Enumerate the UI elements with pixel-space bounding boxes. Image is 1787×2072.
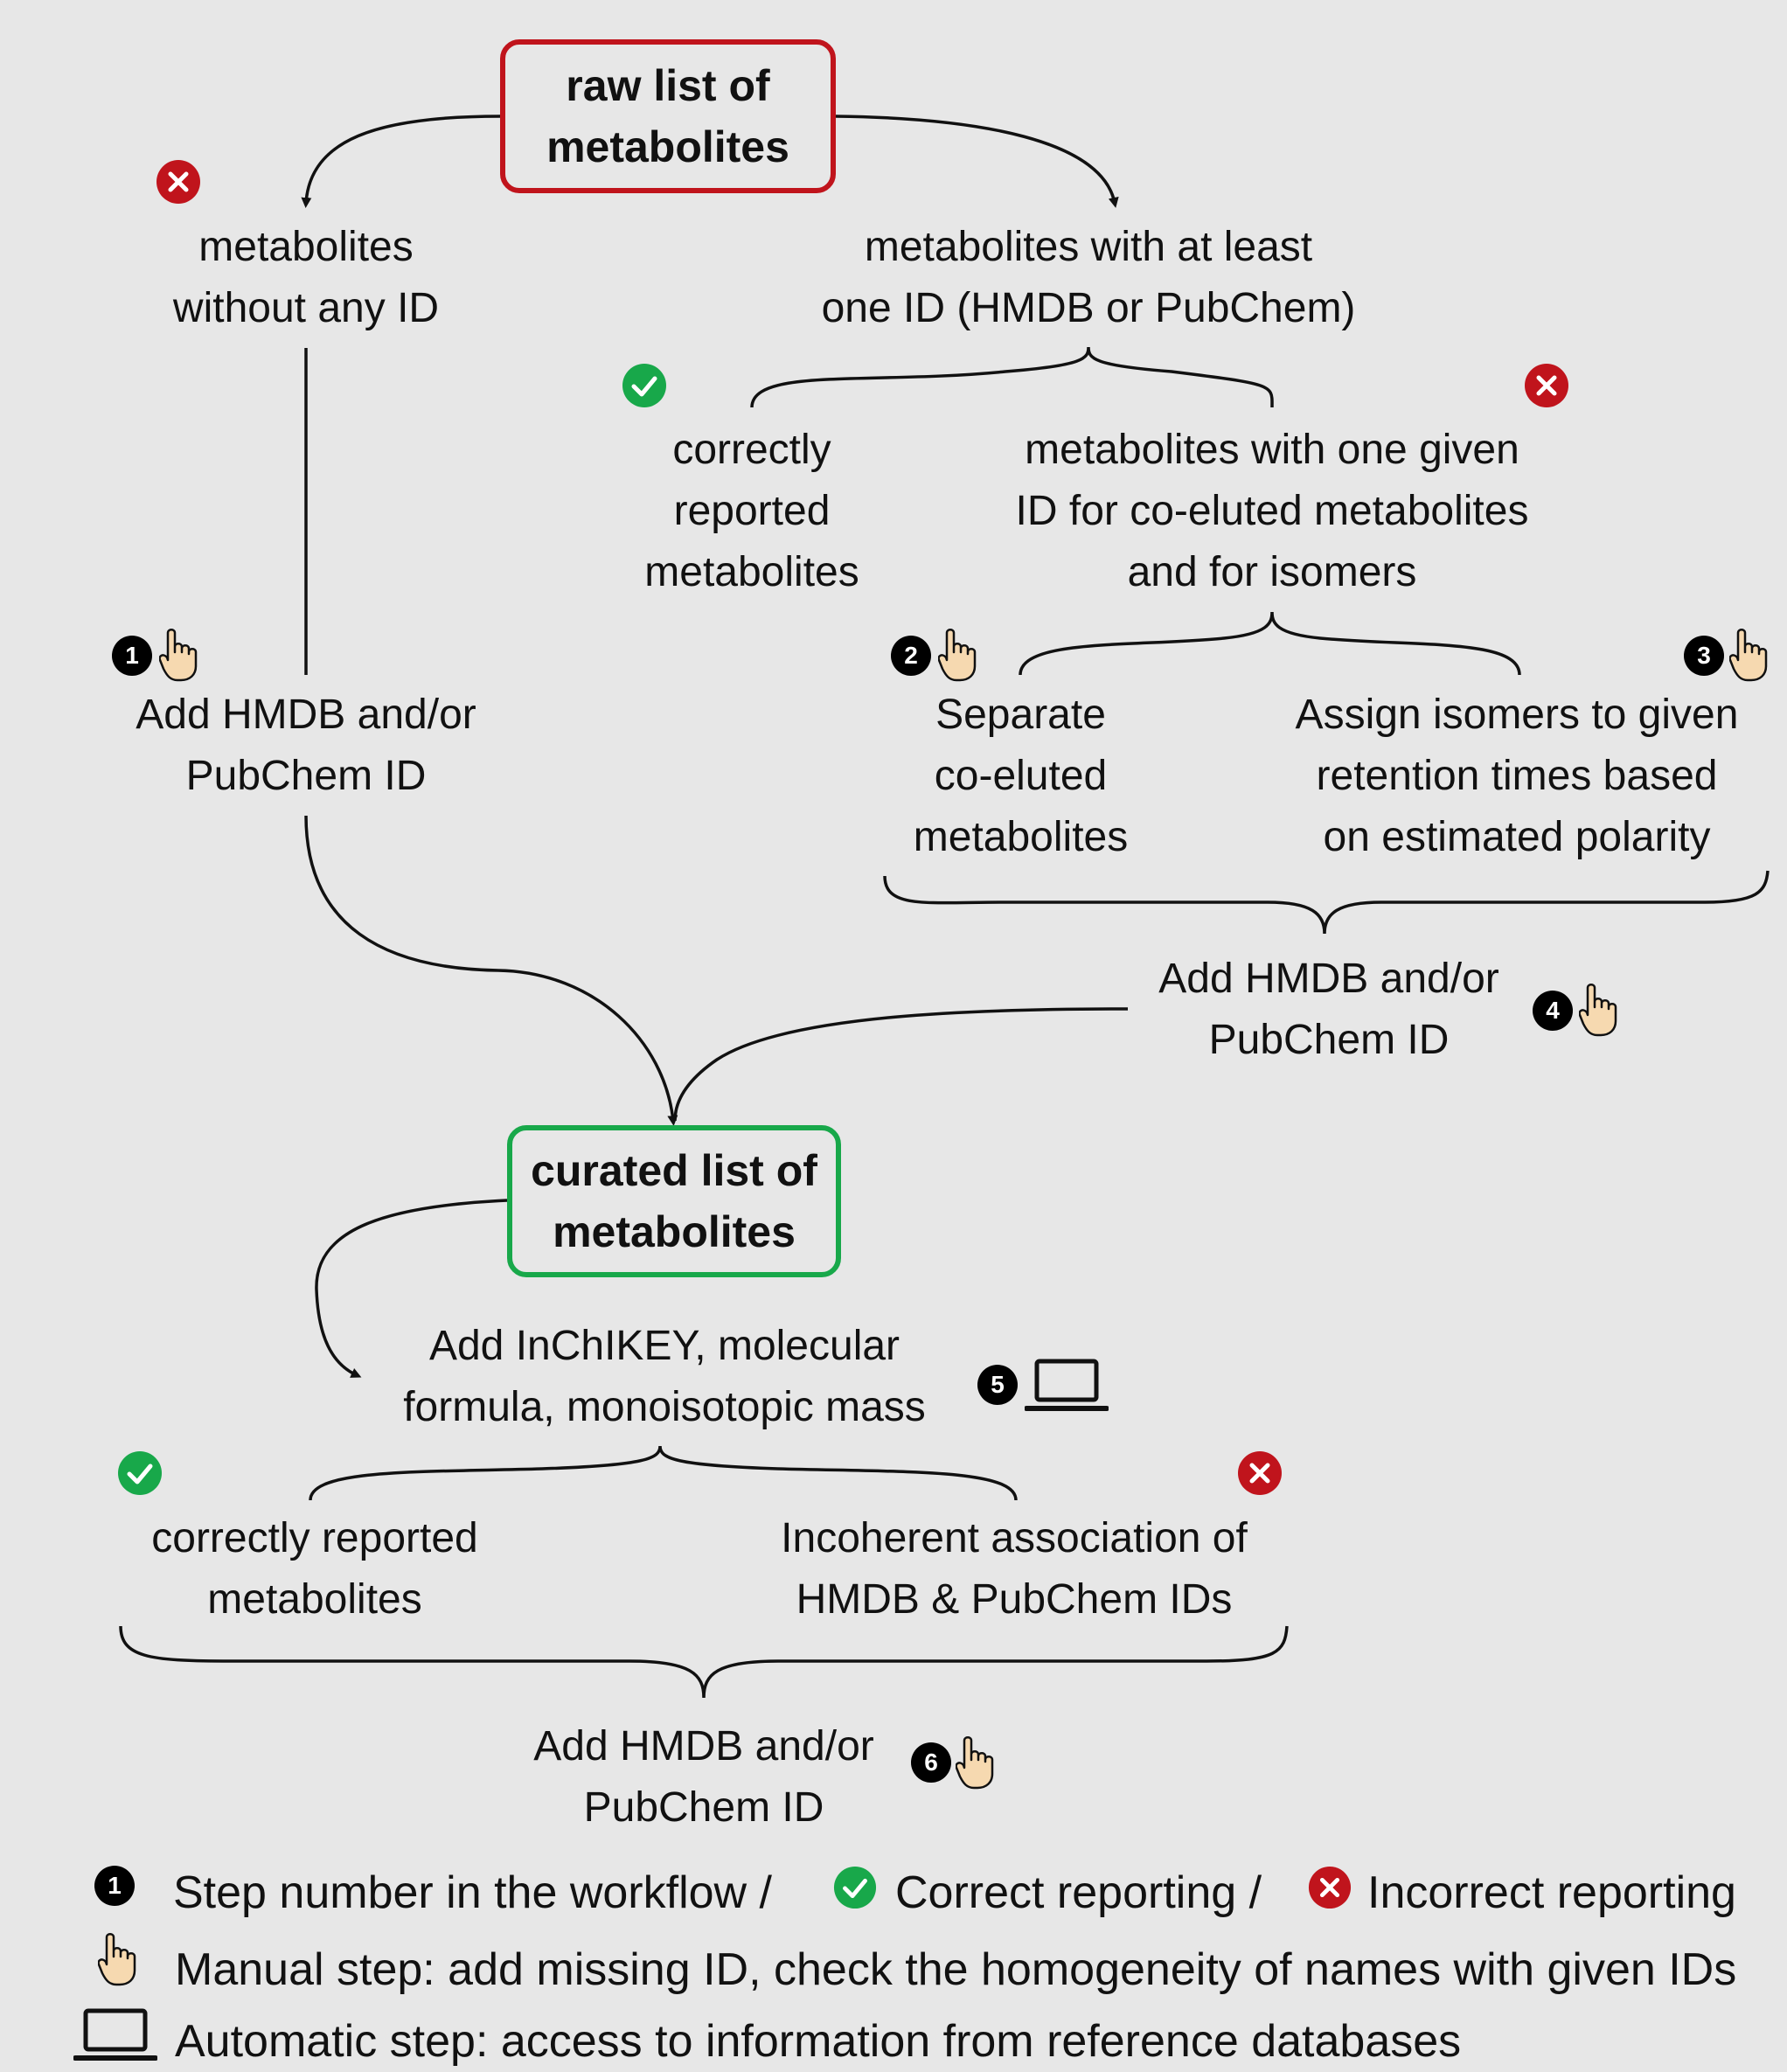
arrow-step4-to-curated: [673, 1007, 1129, 1122]
legend-manual-text: Manual step: add missing ID, check the h…: [175, 1944, 1737, 1995]
brace-inchikey-split: [309, 1445, 1018, 1501]
without-id-node: metabolites without any ID: [172, 224, 440, 331]
hand-pointer-icon: [938, 629, 977, 682]
cross-icon: [1238, 1451, 1282, 1495]
hand-pointer-icon: [159, 629, 198, 682]
hand-pointer-icon: [956, 1736, 994, 1790]
hand-pointer-icon: [98, 1933, 136, 1986]
laptop-icon: [1025, 1359, 1109, 1411]
incoherent-association-node: Incoherent association of HMDB & PubChem…: [781, 1515, 1248, 1623]
one-given-id-node: metabolites with one given ID for co-elu…: [1015, 427, 1529, 595]
step-badge-5: 5: [977, 1365, 1018, 1405]
with-id-node: metabolites with at least one ID (HMDB o…: [821, 224, 1356, 331]
arrow-step1-to-curated: [304, 815, 678, 1126]
check-icon: [622, 364, 666, 407]
step-badge-3: 3: [1684, 636, 1724, 676]
laptop-icon: [73, 2008, 157, 2061]
brace-merge-2-3: [883, 870, 1770, 935]
legend-automatic-text: Automatic step: access to information fr…: [175, 2016, 1462, 2067]
step-badge-1: 1: [112, 636, 152, 676]
cross-icon: [1525, 364, 1568, 407]
step-badge-2: 2: [891, 636, 931, 676]
brace-merge-5: [119, 1625, 1289, 1699]
legend-step-text: Step number in the workflow /: [173, 1867, 772, 1918]
legend-incorrect-text: Incorrect reporting: [1367, 1867, 1736, 1918]
legend-correct-text: Correct reporting /: [895, 1867, 1262, 1918]
raw-list-box: raw list of metabolites: [500, 39, 836, 193]
hand-pointer-icon: [1729, 629, 1768, 682]
brace-with-id-split: [750, 346, 1274, 408]
arrow-raw-to-without-id: [301, 115, 501, 208]
add-id-step6-node: Add HMDB and/or PubChem ID: [533, 1723, 874, 1831]
hand-pointer-icon: [1579, 984, 1617, 1037]
step-badge-4: 4: [1533, 991, 1573, 1031]
correct-reported-node-1: correctly reported metabolites: [644, 427, 859, 595]
cross-icon: [156, 160, 200, 204]
check-icon: [118, 1451, 162, 1495]
correct-reported-node-2: correctly reported metabolites: [151, 1515, 478, 1623]
add-id-step1-node: Add HMDB and/or PubChem ID: [136, 692, 476, 799]
legend-step-badge: 1: [94, 1866, 135, 1906]
arrow-raw-to-with-id: [835, 115, 1119, 208]
brace-one-id-split: [1019, 611, 1521, 676]
cross-icon: [1308, 1866, 1352, 1909]
curated-list-box: curated list of metabolites: [507, 1125, 841, 1277]
add-inchikey-step5-node: Add InChIKEY, molecular formula, monoiso…: [403, 1323, 926, 1430]
check-icon: [833, 1866, 877, 1909]
add-id-step4-node: Add HMDB and/or PubChem ID: [1158, 956, 1499, 1063]
step-badge-6: 6: [911, 1742, 951, 1783]
separate-coeluted-node: Separate co-eluted metabolites: [913, 692, 1129, 860]
assign-isomers-node: Assign isomers to given retention times …: [1295, 692, 1739, 860]
arrow-curated-to-inchikey: [315, 1199, 508, 1378]
